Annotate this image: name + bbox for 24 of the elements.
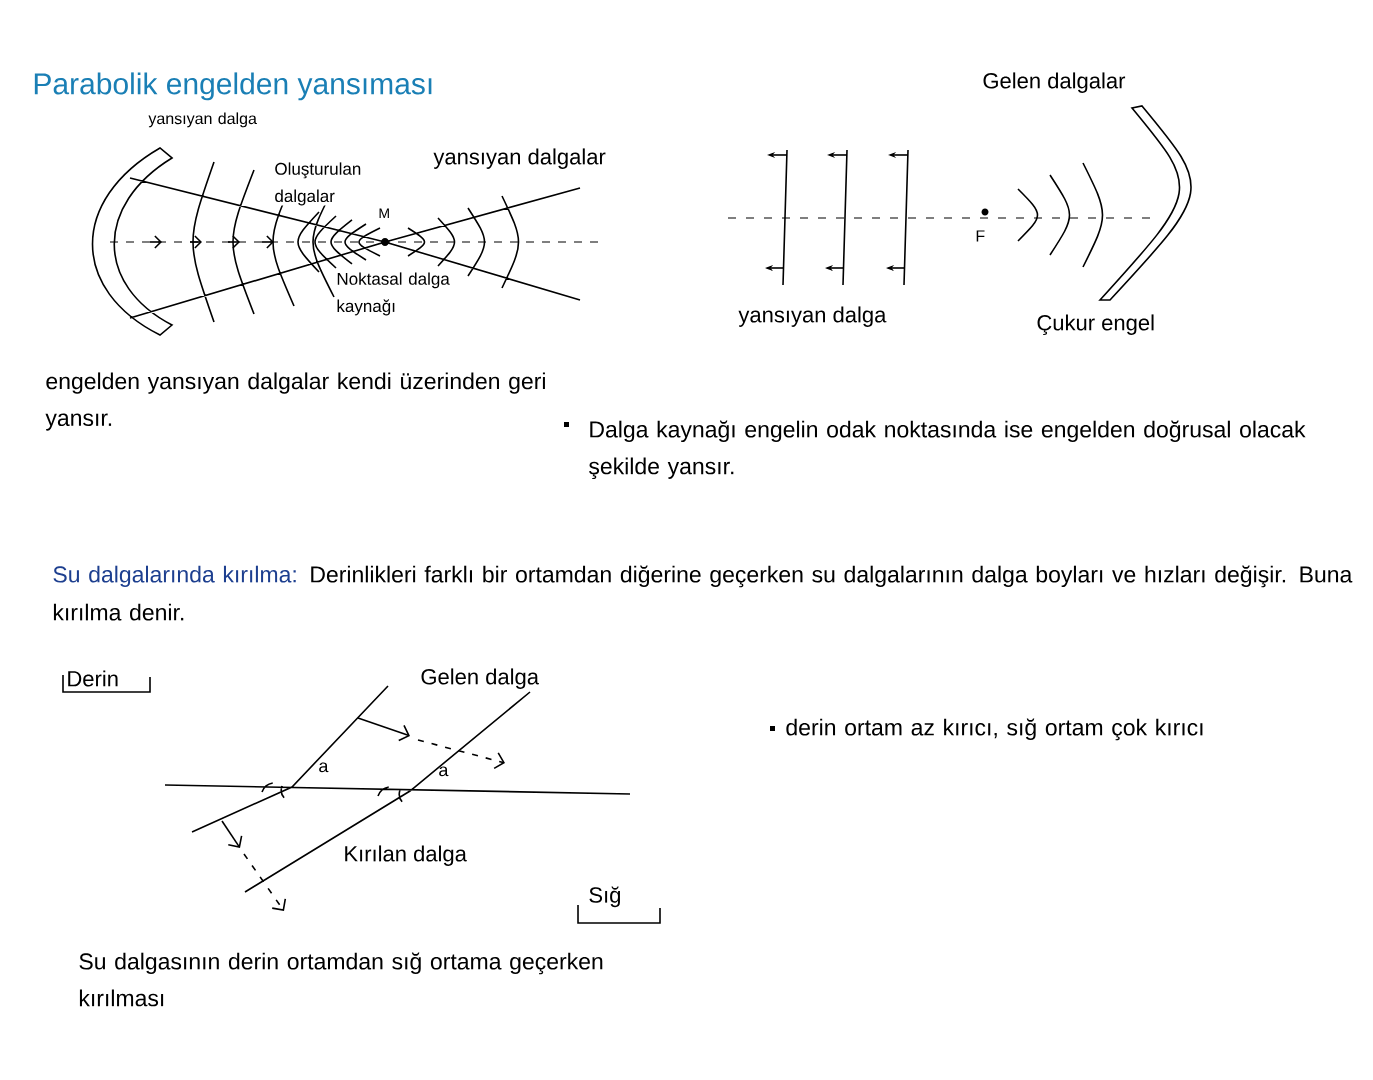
note: Dalga kaynağı engelin odak noktasında ise engelden doğrusal olacak şekilde yansır. (589, 420, 1306, 479)
caption-text: Su dalgasının derin ortamdan sığ ortama geçerken kırılması (79, 952, 603, 1007)
medium-label: Derin (68, 670, 118, 687)
label: yansıyan dalga (148, 112, 257, 128)
note: engelden yansıyan dalgalar kendi üzerinden geri yansır. (45, 372, 545, 431)
paragraph: Su dalgalarında kırılma: Derinlikleri farklı bir ortamdan diğerine geçerken su dalgalarının dalga boyları ve hızları değişir. Buna kırılma denir. (53, 565, 1353, 621)
label: Kırılan dalga (345, 845, 467, 866)
label: Derinlikleri farklı bir ortamdan diğerine geçerken su dalgalarının dalga boyları ve hızları değişir. Buna (311, 565, 1353, 588)
point-label: M (379, 208, 389, 219)
label: kırılma denir. (53, 603, 184, 621)
label: Noktasal dalga kaynağı (337, 272, 450, 316)
point-label: F (976, 230, 985, 242)
note: derin ortam az kırıcı, sığ ortam çok kırıcı (786, 718, 1203, 741)
label: Su dalgalarında kırılma: (53, 565, 296, 588)
title: Parabolik engelden yansıması (34, 72, 432, 101)
medium-label: Sığ (589, 886, 620, 908)
label: yansıyan dalga (738, 306, 887, 327)
angle-label: a (319, 762, 329, 773)
label: Gelen dalgalar (983, 72, 1126, 93)
label: Oluşturulan dalgalar (275, 162, 361, 206)
angle-label: a (439, 766, 449, 777)
label: yansıyan dalgalar (433, 148, 606, 169)
label: Çukur engel (1037, 314, 1154, 335)
label: Gelen dalga (421, 668, 539, 689)
